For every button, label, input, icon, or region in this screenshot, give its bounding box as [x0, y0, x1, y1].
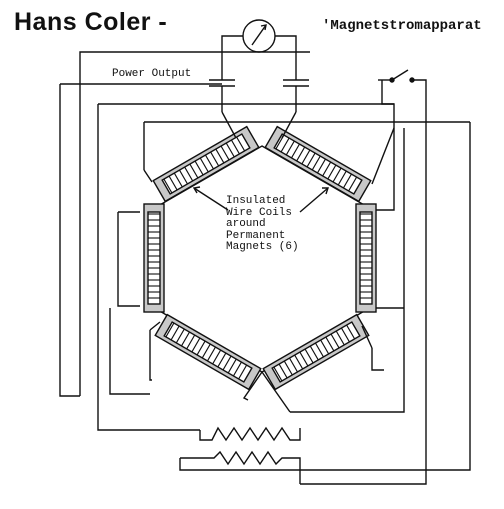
outer-wire	[300, 100, 427, 485]
coil-lead	[371, 127, 395, 185]
outer-wire	[290, 128, 405, 413]
capacitor-icon	[283, 72, 309, 112]
outer-wire	[79, 51, 310, 396]
power-output-label: Power Output	[112, 68, 192, 80]
outer-wire	[402, 122, 471, 471]
coil-top-right	[264, 125, 372, 203]
meter-wire	[221, 35, 243, 72]
coils-label-line: Wire Coils	[226, 206, 293, 219]
outer-wire	[149, 330, 152, 381]
page-title: Hans Coler -	[14, 8, 168, 36]
switch-wire	[381, 80, 394, 105]
resistor-icon	[199, 426, 301, 442]
switch-icon	[378, 69, 427, 100]
meter-icon	[242, 19, 276, 53]
pointer-arrow	[192, 186, 229, 211]
coils-label: Insulated Wire Coils around Permanent Ma…	[226, 195, 299, 254]
resistor-icon	[180, 450, 301, 484]
pointer-arrow	[299, 187, 329, 213]
capacitor-icon	[209, 72, 235, 112]
coil-lead	[149, 321, 161, 331]
coils-label-line: Magnets (6)	[226, 241, 299, 253]
coil-lead	[261, 371, 291, 413]
coil-bottom-left	[154, 313, 262, 391]
outer-wire	[97, 104, 200, 431]
coil-top-left	[152, 125, 260, 203]
coils-label-line: Insulated	[226, 195, 286, 207]
meter-wire	[275, 35, 297, 72]
outer-wire	[371, 348, 384, 371]
coil-lead	[143, 169, 153, 183]
coil-lead	[361, 325, 373, 349]
coils-label-line: around	[226, 218, 266, 230]
outer-wire	[98, 103, 395, 211]
coil-lead	[242, 371, 263, 401]
coil-bottom-right	[262, 313, 370, 391]
outer-wire	[117, 212, 140, 307]
power-output-wire	[59, 84, 80, 397]
resistor-wire	[179, 458, 402, 471]
coils-label-line: Permanent	[226, 229, 286, 242]
outer-wire	[109, 308, 150, 395]
coil-lead	[281, 111, 297, 139]
coil-left	[143, 203, 165, 313]
page-subtitle: 'Magnetstromapparat	[322, 18, 482, 34]
coil-lead	[221, 111, 237, 139]
coil-right	[355, 203, 377, 313]
